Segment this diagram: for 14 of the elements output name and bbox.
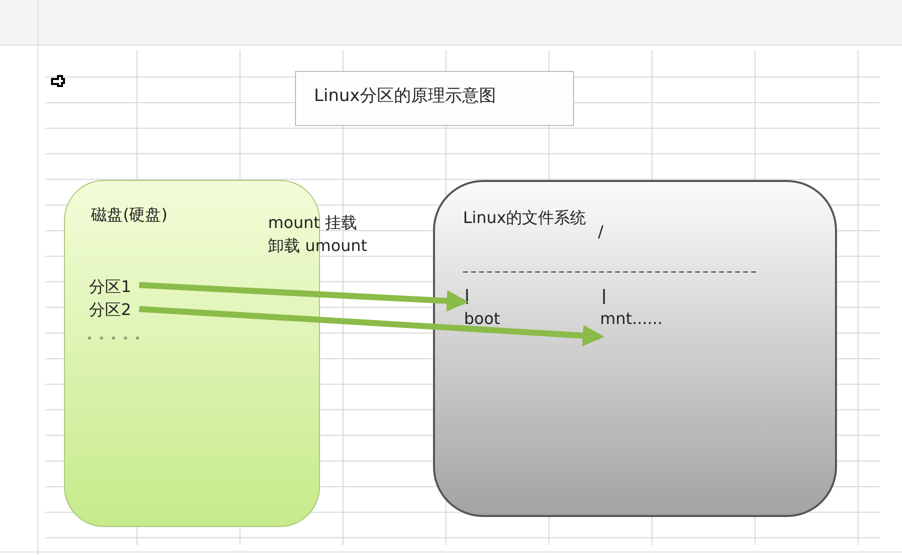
tree-item: boot bbox=[464, 289, 500, 329]
root-label: / bbox=[598, 222, 604, 242]
list-item: 分区2 bbox=[89, 300, 132, 320]
arrow bbox=[139, 282, 468, 312]
box-heading: Linux的文件系统 bbox=[463, 208, 586, 228]
box-heading: 磁盘(硬盘) bbox=[91, 205, 168, 225]
tree-item: mnt...... bbox=[600, 289, 663, 345]
arrow bbox=[139, 306, 604, 346]
edge-caption: mount 挂载 bbox=[268, 213, 358, 233]
rounded-box bbox=[433, 180, 837, 517]
title-box bbox=[295, 71, 574, 126]
ellipsis-dots: 。。。。。 bbox=[87, 326, 147, 343]
list-item: 分区1 bbox=[89, 277, 132, 297]
title-text: Linux分区的原理示意图 bbox=[314, 86, 496, 106]
